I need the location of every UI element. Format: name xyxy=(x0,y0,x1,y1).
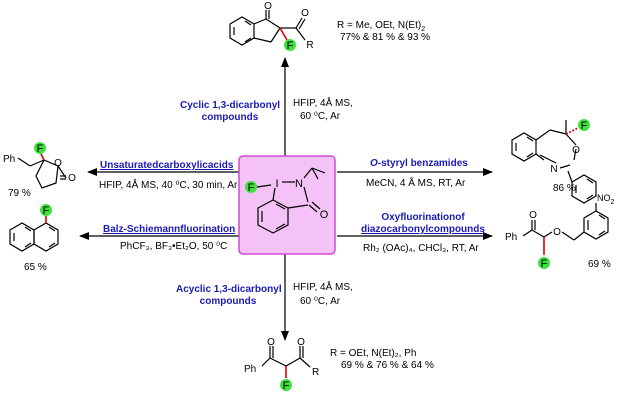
atom-f: F xyxy=(287,40,294,52)
reaction-label-line1: Cyclic 1,3-dicarbonyl xyxy=(180,100,281,111)
atom-ph: Ph xyxy=(244,364,256,375)
atom-ph: Ph xyxy=(505,232,517,243)
atom-r: R xyxy=(306,40,313,51)
product-bottom: F O O Ph R xyxy=(244,337,319,392)
atom-o: O xyxy=(54,158,62,169)
reaction-label-line2: compounds xyxy=(201,112,259,123)
bottom-conditions-1: HFIP, 4Å MS, xyxy=(293,282,353,293)
atom-o: O xyxy=(301,8,309,19)
atom-f: F xyxy=(248,182,255,194)
reaction-label-unsaturated: Unsaturatedcarboxylicacids xyxy=(100,160,234,171)
reaction-arrows xyxy=(79,57,493,341)
reaction-label-line1: Oxyfluorinationof xyxy=(381,212,465,223)
fluorine-marker xyxy=(578,119,590,131)
reaction-label-line2: diazocarbonylcompounds xyxy=(361,224,485,235)
lower-left-yield: 65 % xyxy=(24,262,47,273)
lower-right-conditions: Rh₂ (OAc)₄, CHCl₃, RT, Ar xyxy=(363,243,479,254)
product-upper-right: F N O xyxy=(511,119,597,204)
atom-o: O xyxy=(553,227,561,238)
bottom-yields: 69 % & 76 % & 64 % xyxy=(341,360,434,371)
reaction-label-balz-schiemann: Balz-Schiemannfluorination xyxy=(103,224,236,235)
top-yields: 77% & 81 % & 93 % xyxy=(340,32,431,43)
atom-f: F xyxy=(581,120,588,132)
atom-n: N xyxy=(550,164,557,175)
lower-right-yield: 69 % xyxy=(588,259,611,270)
reaction-label-cyclic: Cyclic 1,3-dicarbonyl compounds xyxy=(180,100,280,124)
atom-f: F xyxy=(43,205,50,217)
bottom-conditions-2: 60 ⁰C, Ar xyxy=(300,296,341,307)
top-r-definition: R = Me, OEt, N(Et)2 xyxy=(337,20,426,33)
atom-o: O xyxy=(529,210,537,221)
atom-o: O xyxy=(68,173,76,184)
reaction-label-oxyfluorination: Oxyfluorinationof diazocarbonylcompounds xyxy=(358,212,488,236)
fluorine-marker xyxy=(538,257,550,269)
atom-f: F xyxy=(283,380,290,392)
atom-o: O xyxy=(264,1,272,12)
atom-n: N xyxy=(295,178,303,190)
fluorine-marker xyxy=(245,181,257,193)
upper-right-conditions: MeCN, 4 Å MS, RT, Ar xyxy=(366,178,466,189)
fluorine-marker xyxy=(34,142,46,154)
upper-left-yield: 79 % xyxy=(8,188,31,199)
product-lower-right: F Ph O O NO2 xyxy=(505,193,615,270)
lower-left-conditions: PhCF₃, BF₃•Et₂O, 50 ⁰C xyxy=(120,241,228,252)
reaction-label-acyclic: Acyclic 1,3-dicarbonyl compounds xyxy=(176,284,282,308)
atom-o: O xyxy=(320,209,329,221)
top-conditions-1: HFIP, 4Å MS, xyxy=(293,98,353,109)
atom-f: F xyxy=(37,143,44,155)
reaction-label-line1: Acyclic 1,3-dicarbonyl xyxy=(176,284,282,295)
fluorine-marker xyxy=(284,39,296,51)
upper-right-yield: 86 % xyxy=(553,183,576,194)
atom-o: O xyxy=(267,337,275,348)
atom-ph: Ph xyxy=(3,154,15,165)
atom-no2: NO2 xyxy=(597,193,615,206)
reaction-label-line2: compounds xyxy=(199,296,257,307)
reaction-label-styryl: O-styryl benzamides xyxy=(370,158,468,169)
top-conditions-2: 60 ⁰C, Ar xyxy=(300,111,341,122)
atom-i: I xyxy=(275,178,278,190)
reagent-highlight-box xyxy=(238,155,336,255)
product-lower-left: F xyxy=(9,204,59,252)
central-reagent: F I N O xyxy=(238,155,336,255)
atom-o: O xyxy=(572,145,580,156)
fluorine-marker xyxy=(280,379,292,391)
atom-f: F xyxy=(541,258,548,270)
product-upper-left: F Ph O O xyxy=(3,142,76,189)
bottom-r-definition: R = OEt, N(Et)₂, Ph xyxy=(330,348,417,359)
fluorine-marker xyxy=(40,204,52,216)
atom-o: O xyxy=(297,337,305,348)
atom-r: R xyxy=(312,367,319,378)
upper-left-conditions: HFIP, 4Å MS, 40 ⁰C, 30 min, Ar xyxy=(99,180,238,191)
product-top: F O O R xyxy=(229,1,314,52)
